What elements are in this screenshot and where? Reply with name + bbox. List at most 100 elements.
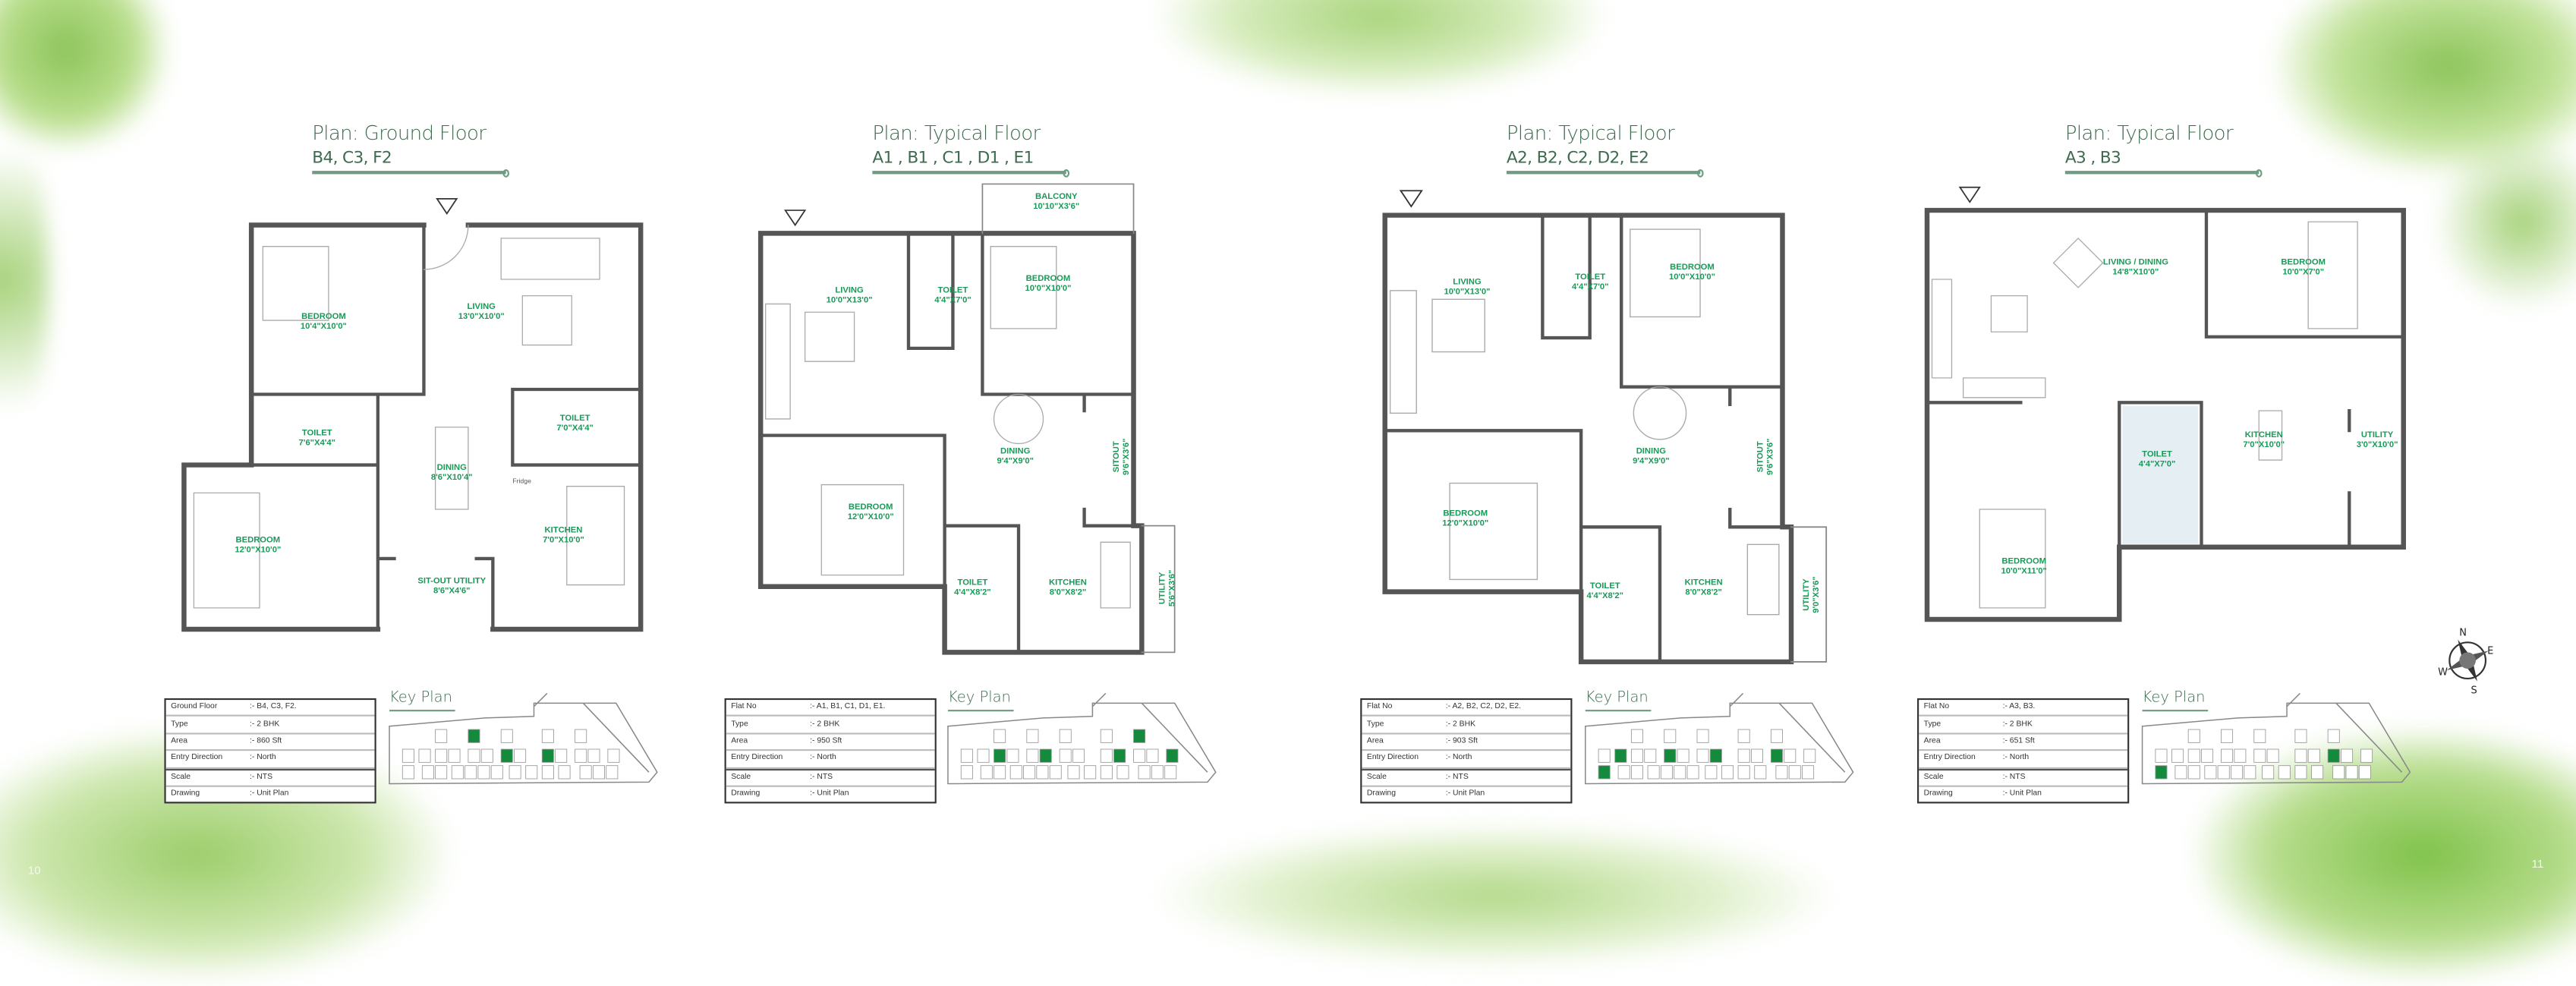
info-value: :- Unit Plan — [2002, 790, 2042, 799]
room-name: KITCHEN — [544, 525, 583, 536]
key-plan-unit — [1802, 765, 1815, 780]
room-dimensions: 5'6"X3'6" — [1167, 569, 1178, 607]
key-plan-unit — [448, 748, 461, 763]
entry-marker-icon — [1399, 190, 1423, 208]
key-plan-unit-highlighted — [1614, 748, 1627, 763]
key-plan-unit — [575, 748, 587, 763]
key-plan-unit-highlighted — [500, 748, 513, 763]
key-plan-site-map — [1585, 692, 1854, 785]
info-value: :- B4, C3, F2. — [250, 703, 297, 712]
key-plan-unit — [1049, 765, 1062, 780]
info-value: :- North — [1445, 754, 1472, 764]
key-plan-unit — [1770, 729, 1783, 743]
key-plan-unit — [1721, 765, 1734, 780]
key-plan-unit — [418, 748, 431, 763]
info-value: :- Unit Plan — [810, 790, 849, 799]
room-name: UTILITY — [2360, 430, 2394, 441]
key-plan-unit — [994, 765, 1006, 780]
room-dimensions: 10'4"X10'0" — [300, 322, 347, 332]
info-row: Type:- 2 BHK — [726, 717, 935, 735]
plan-title: Plan: Typical Floor — [872, 121, 1041, 145]
key-plan-unit — [421, 765, 434, 780]
room-name: BEDROOM — [1670, 263, 1715, 273]
room-dimensions: 7'6"X4'4" — [298, 438, 335, 449]
room-name: SITOUT — [1112, 441, 1123, 473]
key-plan-unit — [1059, 729, 1072, 743]
room-dimensions: 7'0"X4'4" — [556, 424, 594, 434]
key-plan-unit — [2187, 765, 2200, 780]
key-plan-unit — [1164, 765, 1177, 780]
title-underline — [1506, 169, 1704, 176]
info-label: Flat No — [1923, 703, 1950, 712]
key-plan-unit — [1686, 765, 1699, 780]
info-label: Drawing — [1366, 790, 1397, 799]
key-plan: Key Plan — [2139, 690, 2421, 792]
info-row: Drawing:- Unit Plan — [166, 787, 375, 802]
key-plan-unit — [1009, 765, 1022, 780]
key-plan-unit — [464, 765, 477, 780]
key-plan-unit — [2187, 729, 2200, 743]
room-name: KITCHEN — [2244, 430, 2283, 441]
compass-s: S — [2471, 685, 2477, 696]
key-plan-unit — [2234, 748, 2247, 763]
compass-icon: N E S W — [2438, 628, 2493, 697]
key-plan-unit — [1036, 765, 1049, 780]
plan-units-subtitle: B4, C3, F2 — [312, 149, 392, 168]
info-value: :- NTS — [1445, 773, 1469, 782]
info-row: Drawing:- Unit Plan — [726, 787, 935, 802]
room-name: TOILET — [957, 578, 988, 588]
key-plan-unit — [1784, 748, 1797, 763]
room-name: SIT-OUT UTILITY — [417, 576, 487, 587]
key-plan-unit — [1630, 729, 1643, 743]
info-value: :- 2 BHK — [1445, 720, 1476, 729]
room-dimensions: 8'6"X4'6" — [433, 586, 471, 597]
info-row: Entry Direction:- North — [165, 751, 375, 769]
plan-units-subtitle: A3 , B3 — [2064, 149, 2121, 168]
key-plan-underline — [389, 710, 455, 712]
key-plan-unit — [2307, 748, 2320, 763]
site-outline — [947, 692, 1217, 785]
key-plan-title: Key Plan — [1585, 690, 1649, 707]
room-name: DINING — [1636, 446, 1666, 457]
key-plan-unit-highlighted — [1113, 748, 1126, 763]
key-plan-unit — [480, 748, 493, 763]
room-name: BEDROOM — [1025, 274, 1071, 285]
info-value: :- Unit Plan — [1445, 790, 1485, 799]
room-name: LIVING — [467, 302, 496, 313]
room-dimensions: 9'4"X9'0" — [1633, 456, 1670, 467]
unit-info-table: Flat No:- A2, B2, C2, D2, E2.Type:- 2 BH… — [1360, 698, 1573, 805]
key-plan-unit — [1737, 729, 1750, 743]
info-row: Area:- 860 Sft — [165, 734, 375, 751]
key-plan: Key Plan — [1582, 690, 1864, 792]
info-row: Scale:- NTS — [1919, 768, 2128, 787]
info-value: :- 950 Sft — [810, 737, 842, 746]
page-number-right: 11 — [2531, 859, 2544, 871]
key-plan-unit — [1067, 765, 1080, 780]
room-dimensions: 9'0"X3'6" — [1812, 576, 1822, 613]
info-value: :- NTS — [250, 773, 273, 782]
info-row: Area:- 950 Sft — [726, 734, 935, 751]
key-plan-unit — [525, 765, 538, 780]
room-name: UTILITY — [1158, 572, 1168, 605]
room-name: BEDROOM — [1443, 509, 1488, 519]
info-row: Type:- 2 BHK — [1919, 717, 2128, 735]
room-name: BEDROOM — [2281, 257, 2326, 268]
key-plan-unit-highlighted — [1664, 748, 1677, 763]
key-plan-unit — [2332, 765, 2345, 780]
room-name: LIVING — [835, 285, 864, 296]
key-plan-unit-highlighted — [994, 748, 1006, 763]
info-value: :- NTS — [810, 773, 833, 782]
key-plan-unit — [1644, 748, 1657, 763]
key-plan-title: Key Plan — [947, 690, 1011, 707]
key-plan-unit — [1705, 765, 1718, 780]
